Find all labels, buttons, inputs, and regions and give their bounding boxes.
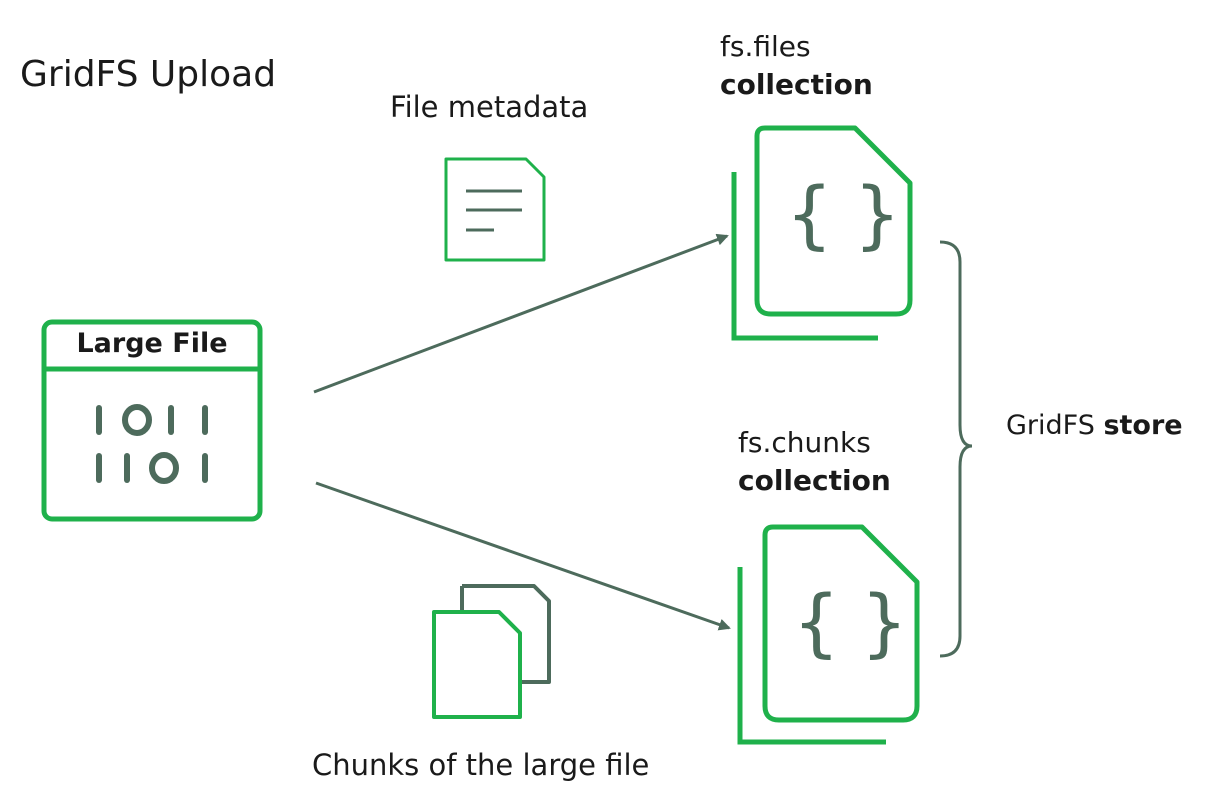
fs-chunks-collection-icon: { }	[737, 524, 920, 745]
arrow-to-fs-chunks	[315, 481, 731, 631]
chunks-pages-icon	[432, 584, 551, 719]
fs-chunks-label: fs.chunks collection	[738, 424, 891, 500]
fs-files-kind: collection	[720, 68, 873, 101]
fs-files-collection-icon: { }	[731, 125, 913, 341]
large-file-label: Large File	[76, 328, 228, 359]
gridfs-store-label: GridFS store	[1006, 410, 1183, 441]
braces-icon: }	[855, 172, 900, 258]
store-suffix: store	[1103, 410, 1183, 441]
braces-icon: {	[794, 580, 839, 666]
fs-files-label: fs.files collection	[720, 28, 873, 104]
binary-row-1	[96, 404, 208, 436]
file-metadata-label: File metadata	[390, 90, 589, 124]
binary-row-2	[96, 452, 208, 484]
large-file-icon	[41, 319, 263, 522]
store-prefix: GridFS	[1006, 410, 1095, 441]
chunks-label: Chunks of the large file	[312, 748, 650, 782]
braces-icon: }	[862, 580, 907, 666]
braces-icon: {	[787, 172, 832, 258]
metadata-document-icon	[444, 157, 546, 262]
fs-chunks-kind: collection	[738, 464, 891, 497]
page-title: GridFS Upload	[20, 54, 277, 95]
fs-files-name: fs.files	[720, 30, 811, 63]
store-grouping-brace	[939, 240, 973, 658]
fs-chunks-name: fs.chunks	[738, 426, 871, 459]
arrow-to-fs-files	[313, 233, 729, 394]
